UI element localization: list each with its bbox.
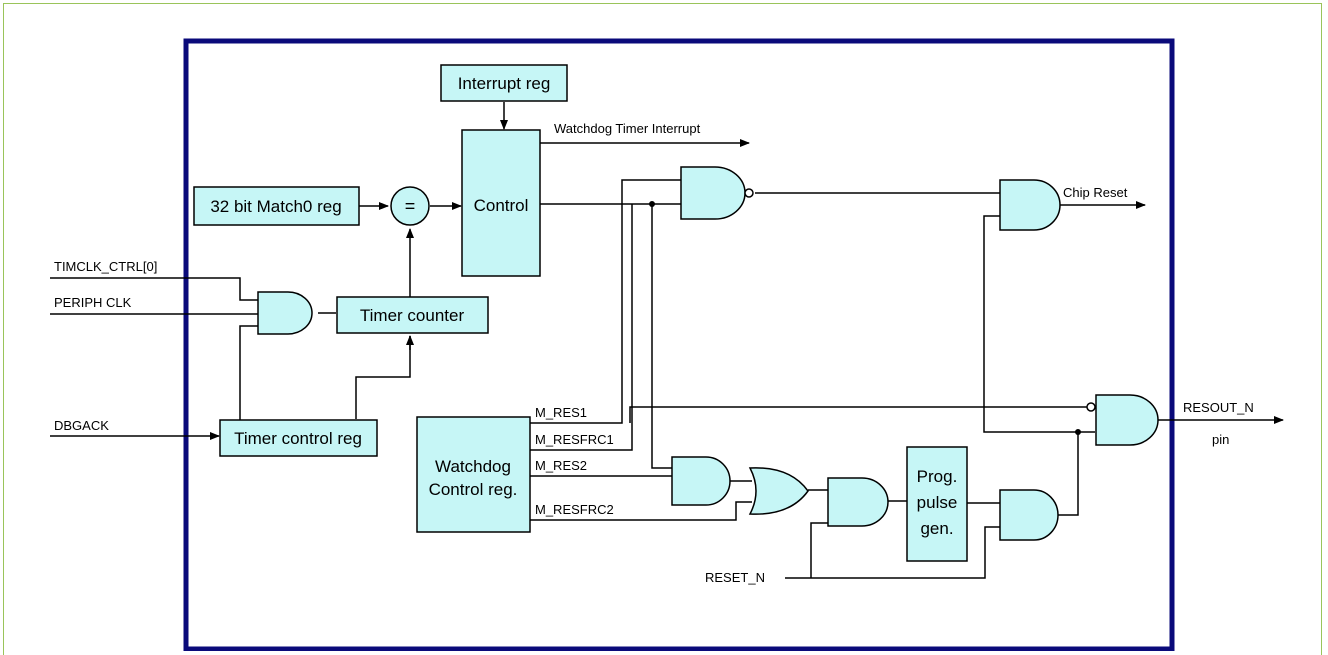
comparator: = <box>390 186 430 226</box>
outer-frame <box>3 3 1322 655</box>
pulse-line3: gen. <box>920 519 953 538</box>
control-label: Control <box>474 196 529 215</box>
wd-control-line2: Control reg. <box>429 480 518 499</box>
wd-control-line1: Watchdog <box>435 457 511 476</box>
match-reg-label: 32 bit Match0 reg <box>210 197 341 216</box>
or-gate <box>748 467 809 515</box>
pulse-line1: Prog. <box>917 467 958 486</box>
and-gate-res2 <box>671 456 731 506</box>
dbgack-label: DBGACK <box>54 418 109 433</box>
pulse-gen-block: Prog. pulse gen. <box>906 446 968 562</box>
m-resfrc2-label: M_RESFRC2 <box>535 502 614 517</box>
timer-control-reg-label: Timer control reg <box>234 429 362 448</box>
and-gate-chip-reset <box>999 179 1061 231</box>
nand-gate <box>680 166 754 220</box>
periph-clk-label: PERIPH CLK <box>54 295 132 310</box>
pin-label: pin <box>1212 432 1229 447</box>
reset-n-label: RESET_N <box>705 570 765 585</box>
and-gate-4 <box>999 489 1059 541</box>
timclk-ctrl-label: TIMCLK_CTRL[0] <box>54 259 157 274</box>
match-reg-block: 32 bit Match0 reg <box>193 186 360 226</box>
resout-n-label: RESOUT_N <box>1183 400 1254 415</box>
wdt-interrupt-label: Watchdog Timer Interrupt <box>554 121 701 136</box>
comparator-label: = <box>405 196 416 216</box>
timer-control-reg-block: Timer control reg <box>219 419 378 457</box>
interrupt-reg-block: Interrupt reg <box>440 64 568 102</box>
and-gate-clock <box>257 291 313 335</box>
control-block: Control <box>461 129 541 277</box>
interrupt-reg-label: Interrupt reg <box>458 74 551 93</box>
timer-counter-label: Timer counter <box>360 306 465 325</box>
watchdog-frame <box>183 38 1175 651</box>
chip-reset-label: Chip Reset <box>1063 185 1128 200</box>
pulse-line2: pulse <box>917 493 958 512</box>
m-res1-label: M_RES1 <box>535 405 587 420</box>
wires <box>50 102 1284 579</box>
and-gate-3 <box>827 477 889 527</box>
timer-counter-block: Timer counter <box>336 296 489 334</box>
m-res2-label: M_RES2 <box>535 458 587 473</box>
and-gate-resout <box>1086 394 1159 446</box>
m-resfrc1-label: M_RESFRC1 <box>535 432 614 447</box>
watchdog-control-reg-block: Watchdog Control reg. <box>416 416 531 533</box>
